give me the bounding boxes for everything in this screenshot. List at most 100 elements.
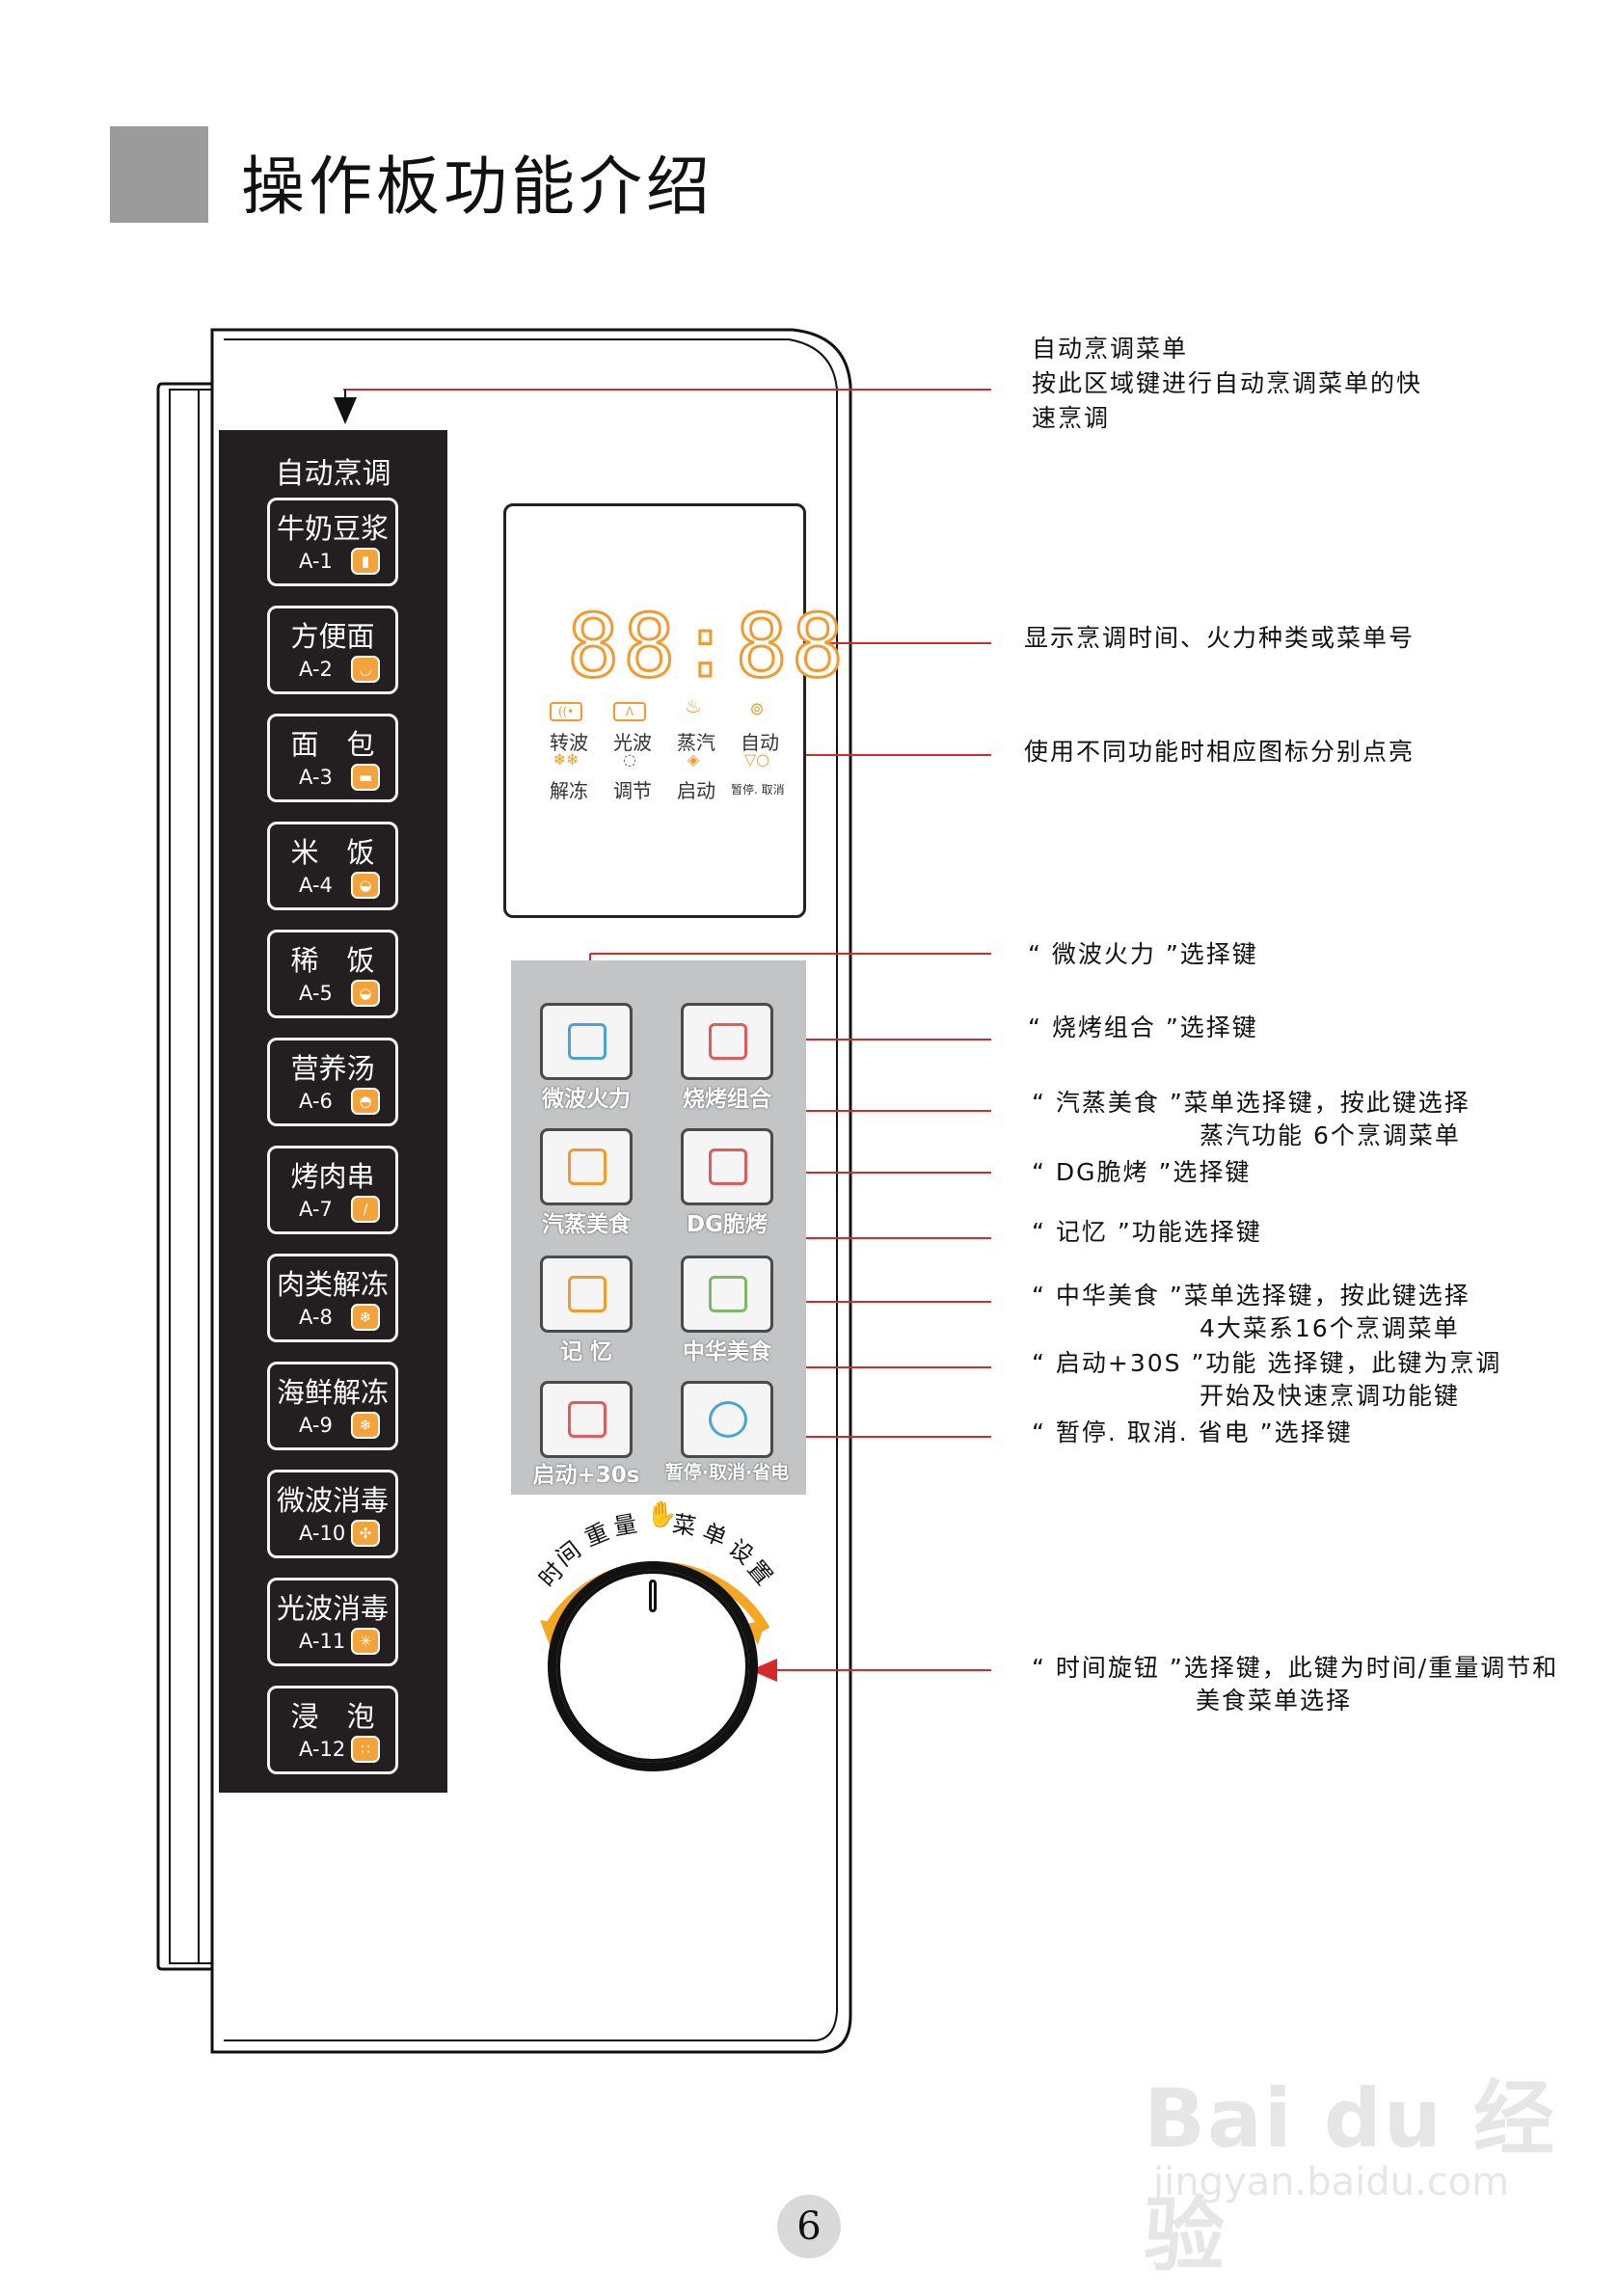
oven-icon: [709, 1148, 747, 1185]
dial-label: 单: [698, 1518, 731, 1553]
adjust-indicator-icon: ◌: [623, 750, 636, 769]
control-buttons: 微波火力 烧烤组合 汽蒸美食 DG脆烤 记 忆 中华美食 启动+30s 暂停·取…: [511, 960, 806, 1495]
hand-icon: ✋: [646, 1500, 678, 1529]
steamer-icon: [568, 1148, 607, 1185]
annotation-auto-menu-desc: 速烹调: [1032, 404, 1111, 432]
meat-icon: ❄: [351, 1304, 380, 1331]
annotation-steam: “ 汽蒸美食 ”菜单选择键，按此键选择: [1032, 1089, 1470, 1117]
display-digits: 88:88: [566, 595, 848, 699]
menu-button-name: 海鲜解冻: [276, 1376, 389, 1409]
menu-button-a6[interactable]: 营养汤 A-6 ◓: [267, 1038, 398, 1126]
milk-icon: ▮: [351, 548, 380, 575]
dial-label: 重: [580, 1518, 613, 1553]
bread-icon: ▬: [351, 764, 380, 791]
seafood-icon: ❄: [351, 1412, 380, 1439]
menu-button-code: A-11: [299, 1630, 346, 1653]
stop-icon: [709, 1401, 747, 1438]
menu-button-name: 微波消毒: [276, 1484, 389, 1517]
rice-bowl-icon: ◒: [351, 872, 380, 899]
annotation-memory: “ 记忆 ”功能选择键: [1032, 1218, 1262, 1246]
menu-button-name: 稀 饭: [290, 944, 375, 977]
knob-indicator: [649, 1580, 657, 1612]
control-label: 启动+30s: [532, 1463, 640, 1488]
dg-crisp-button[interactable]: [681, 1128, 773, 1205]
indicator-label: 蒸汽: [677, 731, 715, 754]
watermark-logo: Bai du 经验: [1144, 2071, 1556, 2282]
menu-button-a3[interactable]: 面 包 A-3 ▬: [267, 714, 398, 802]
menu-button-name: 光波消毒: [276, 1592, 389, 1625]
start-30s-button[interactable]: [540, 1381, 633, 1458]
annotation-grill: “ 烧烤组合 ”选择键: [1028, 1013, 1258, 1041]
annotation-auto-menu-desc: 按此区域键进行自动烹调菜单的快: [1032, 369, 1423, 397]
annotation-icons: 使用不同功能时相应图标分别点亮: [1024, 738, 1416, 766]
annotation-dg: “ DG脆烤 ”选择键: [1032, 1158, 1252, 1186]
menu-button-name: 牛奶豆浆: [276, 512, 389, 545]
annotation-chinese: 4大菜系16个烹调菜单: [1200, 1314, 1460, 1342]
grill-combo-button[interactable]: [681, 1003, 773, 1080]
menu-button-name: 米 饭: [290, 836, 375, 869]
menu-button-code: A-6: [299, 1090, 333, 1113]
control-label: 烧烤组合: [683, 1087, 771, 1112]
annotation-pause: “ 暂停. 取消. 省电 ”选择键: [1032, 1418, 1353, 1446]
annotation-auto-menu-title: 自动烹调菜单: [1032, 335, 1189, 363]
dial-labels: 时 间 重 量 菜 单 设 置 ✋: [521, 1493, 810, 1592]
menu-button-code: A-7: [299, 1198, 333, 1221]
memory-icon: [568, 1276, 607, 1312]
annotation-display: 显示烹调时间、火力种类或菜单号: [1024, 624, 1416, 652]
fan-icon: ✣: [351, 1520, 380, 1547]
menu-button-a8[interactable]: 肉类解冻 A-8 ❄: [267, 1254, 398, 1342]
microwave-power-button[interactable]: [540, 1003, 633, 1080]
start-icon: [568, 1401, 607, 1438]
indicator-label: 暂停. 取消: [731, 783, 785, 797]
chinese-cuisine-button[interactable]: [681, 1256, 773, 1333]
annotation-chinese: “ 中华美食 ”菜单选择键，按此键选择: [1032, 1282, 1470, 1310]
soak-icon: ∷: [351, 1736, 380, 1763]
annotation-start: 开始及快速烹调功能键: [1200, 1382, 1461, 1410]
menu-button-a11[interactable]: 光波消毒 A-11✳: [267, 1578, 398, 1666]
dish-icon: [709, 1276, 747, 1312]
control-label: 汽蒸美食: [542, 1212, 631, 1237]
indicator-label: 解冻: [550, 779, 588, 802]
indicator-label: 调节: [613, 779, 652, 802]
noodle-bowl-icon: ◡: [351, 656, 380, 683]
menu-title: 自动烹调: [275, 457, 391, 491]
auto-indicator-icon: ⊚: [749, 699, 765, 719]
defrost-indicator-icon: ❄❄: [553, 750, 580, 769]
indicator-label: 自动: [741, 731, 779, 754]
time-knob[interactable]: [556, 1570, 749, 1763]
annotation-start: “ 启动+30S ”功能 选择键，此键为烹调: [1032, 1349, 1502, 1377]
memory-button[interactable]: [540, 1256, 633, 1333]
menu-button-name: 浸 泡: [290, 1700, 375, 1733]
menu-button-name: 肉类解冻: [276, 1268, 389, 1301]
menu-button-code: A-8: [299, 1306, 333, 1329]
page-title: 操作板功能介绍: [241, 149, 714, 224]
heading-block: [110, 126, 208, 223]
porridge-bowl-icon: ◒: [351, 980, 380, 1007]
indicator-label: 启动: [677, 779, 715, 802]
menu-button-code: A-3: [299, 766, 333, 789]
annotation-microwave: “ 微波火力 ”选择键: [1028, 940, 1258, 968]
annotation-knob: “ 时间旋钮 ”选择键，此键为时间/重量调节和: [1032, 1654, 1559, 1682]
lightwave-indicator-icon: ᐱ: [613, 702, 646, 721]
menu-button-code: A-2: [299, 658, 333, 681]
microwave-indicator-icon: ((•: [550, 702, 582, 721]
indicator-label: 转波: [550, 731, 588, 754]
steam-cuisine-button[interactable]: [540, 1128, 633, 1205]
light-wave-icon: ✳: [351, 1628, 380, 1655]
display-indicators: ((• ᐱ ♨ ⊚ 转波 光波 蒸汽 自动 ❄❄ ◌ ◈ ▽○ 解冻 调节 启动…: [503, 503, 806, 918]
pause-cancel-button[interactable]: [681, 1381, 773, 1458]
menu-button-name: 面 包: [290, 728, 375, 761]
menu-button-name: 营养汤: [290, 1052, 375, 1085]
control-label: 记 忆: [559, 1339, 612, 1364]
grill-icon: [709, 1023, 747, 1060]
soup-icon: ◓: [351, 1088, 380, 1115]
page-number: 6: [777, 2195, 841, 2258]
